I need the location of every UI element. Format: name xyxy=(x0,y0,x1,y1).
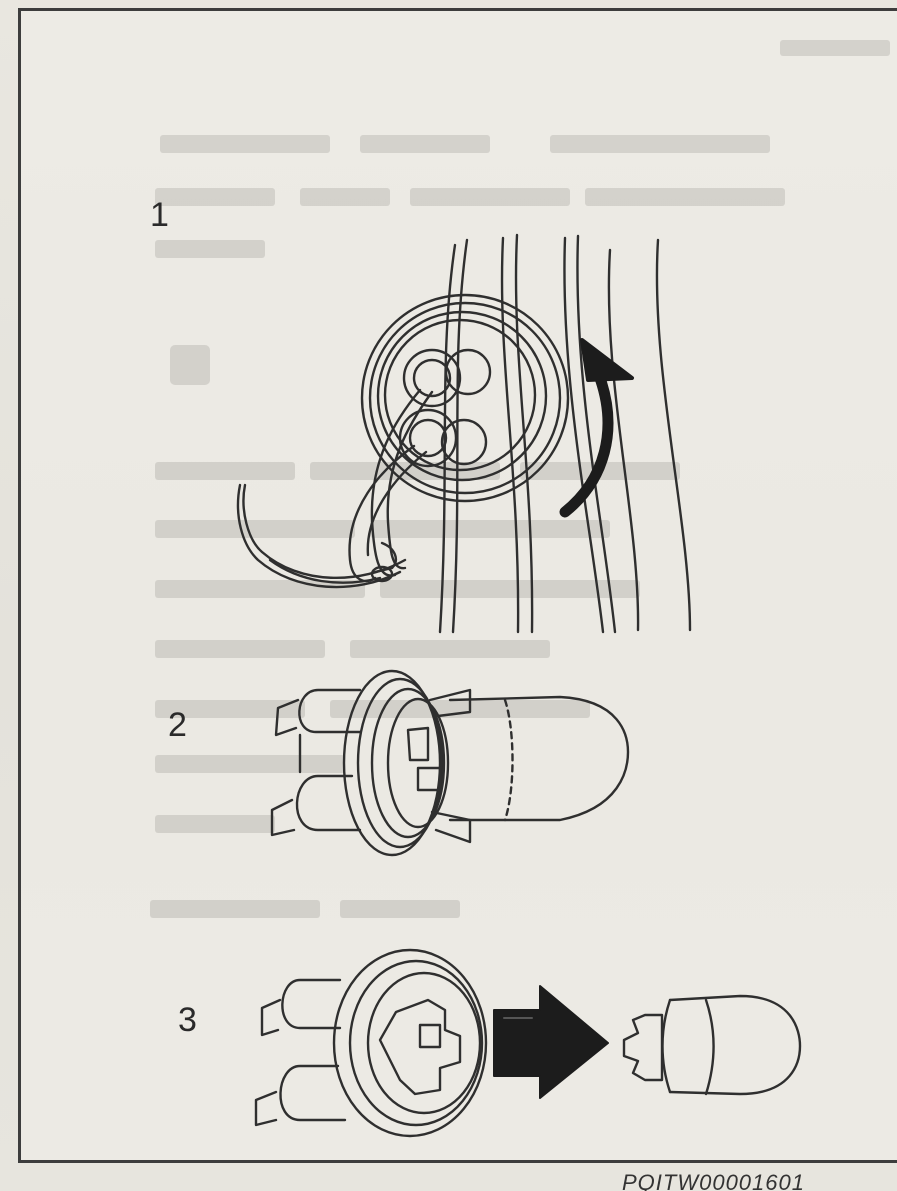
step-label-3: 3 xyxy=(178,1001,197,1040)
step-label-1: 1 xyxy=(150,196,169,235)
bulb-in-socket-icon xyxy=(272,671,628,855)
bulb-socket-twist-icon xyxy=(238,235,690,632)
right-arrow-icon xyxy=(494,986,608,1098)
step-label-2: 2 xyxy=(168,706,187,745)
figure-code: PQITW00001601 xyxy=(622,1170,805,1191)
